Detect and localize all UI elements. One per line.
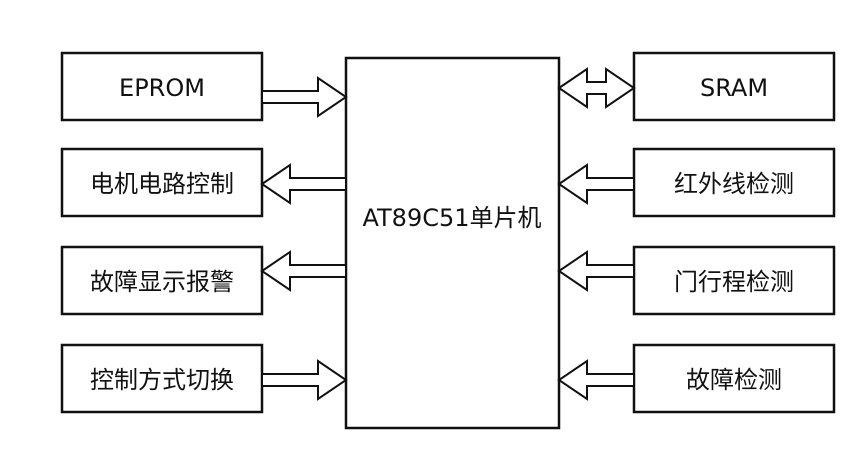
motor-control-box bbox=[60, 147, 264, 218]
eprom-box bbox=[60, 51, 264, 122]
mode-switch-to-cpu-arrow bbox=[261, 359, 348, 401]
mode-switch-label: 控制方式切换 bbox=[90, 366, 234, 394]
cpu-to-fault-alarm-arrow bbox=[260, 250, 347, 292]
cpu-sram-bidirectional-arrow bbox=[557, 67, 636, 109]
eprom-to-cpu-arrow bbox=[261, 76, 348, 118]
door-travel-detect-box bbox=[632, 245, 836, 316]
fault-alarm-label: 故障显示报警 bbox=[90, 268, 234, 296]
sram-box bbox=[632, 51, 836, 122]
fault-detect-to-cpu-arrow bbox=[557, 359, 635, 401]
cpu-box bbox=[344, 56, 561, 430]
cpu-to-motor-control-arrow bbox=[260, 163, 347, 205]
sram-label: SRAM bbox=[700, 74, 768, 102]
infrared-detect-label: 红外线检测 bbox=[674, 170, 794, 198]
door-travel-detect-to-cpu-arrow bbox=[557, 250, 635, 292]
fault-detect-label: 故障检测 bbox=[686, 366, 782, 394]
eprom-label: EPROM bbox=[119, 74, 205, 102]
motor-control-label: 电机电路控制 bbox=[90, 170, 234, 198]
fault-alarm-box bbox=[60, 245, 264, 316]
infrared-detect-to-cpu-arrow bbox=[557, 163, 635, 205]
door-travel-detect-label: 门行程检测 bbox=[674, 268, 794, 296]
cpu-label: AT89C51单片机 bbox=[362, 204, 541, 232]
